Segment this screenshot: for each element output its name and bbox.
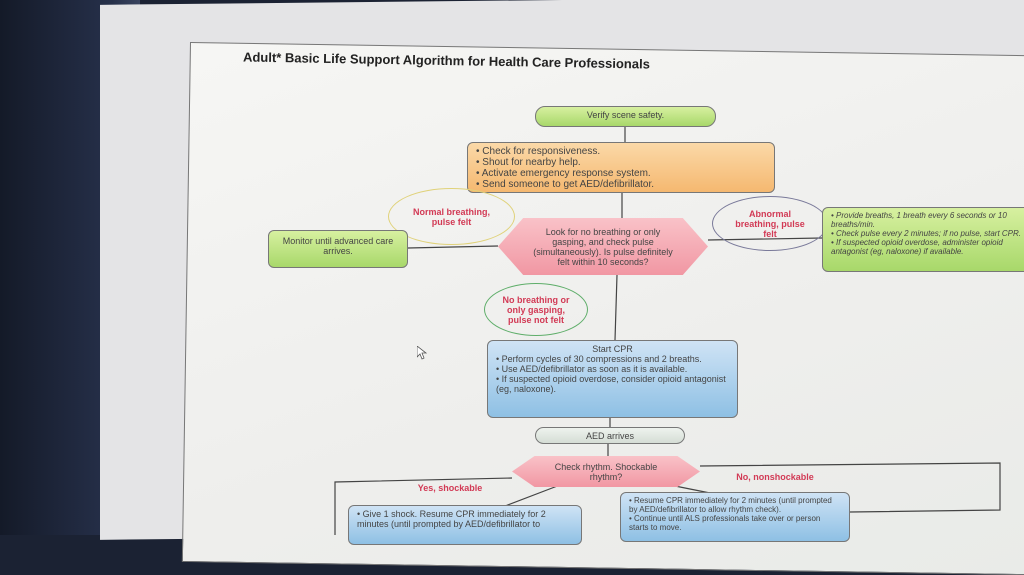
list-item: Perform cycles of 30 compressions and 2 …: [496, 354, 729, 364]
abnormal-breathing-label: Abnormal breathing, pulse felt: [712, 196, 828, 251]
look-for-breathing-decision: Look for no breathing or only gasping, a…: [498, 218, 708, 275]
no-breathing-label: No breathing or only gasping, pulse not …: [484, 283, 588, 336]
list-item: Check pulse every 2 minutes; if no pulse…: [831, 229, 1023, 238]
check-rhythm-decision: Check rhythm. Shockable rhythm?: [512, 456, 700, 487]
provide-breaths-node: Provide breaths, 1 breath every 6 second…: [822, 207, 1024, 272]
mouse-cursor-icon: [417, 346, 427, 360]
resume-cpr-node: Resume CPR immediately for 2 minutes (un…: [620, 492, 850, 542]
list-item: Provide breaths, 1 breath every 6 second…: [831, 211, 1023, 229]
list-item: If suspected opioid overdose, consider o…: [496, 374, 729, 394]
list-item: Activate emergency response system.: [476, 168, 766, 179]
list-item: Check for responsiveness.: [476, 146, 766, 157]
verify-scene-safety-node: Verify scene safety.: [535, 106, 716, 127]
list-item: Give 1 shock. Resume CPR immediately for…: [357, 509, 573, 529]
list-item: If suspected opioid overdose, administer…: [831, 238, 1023, 256]
start-cpr-node: Start CPR Perform cycles of 30 compressi…: [487, 340, 738, 418]
list-item: Shout for nearby help.: [476, 157, 766, 168]
start-cpr-title: Start CPR: [592, 344, 633, 354]
list-item: Continue until ALS professionals take ov…: [629, 514, 841, 532]
list-item: Use AED/defibrillator as soon as it is a…: [496, 364, 729, 374]
list-item: Send someone to get AED/defibrillator.: [476, 179, 766, 190]
no-nonshockable-label: No, nonshockable: [736, 472, 814, 482]
give-shock-node: Give 1 shock. Resume CPR immediately for…: [348, 505, 582, 545]
yes-shockable-label: Yes, shockable: [417, 483, 483, 493]
monitor-node: Monitor until advanced care arrives.: [268, 230, 408, 268]
list-item: Resume CPR immediately for 2 minutes (un…: [629, 496, 841, 514]
check-responsiveness-node: Check for responsiveness. Shout for near…: [467, 142, 775, 193]
aed-arrives-node: AED arrives: [535, 427, 685, 444]
normal-breathing-label: Normal breathing, pulse felt: [388, 188, 515, 245]
